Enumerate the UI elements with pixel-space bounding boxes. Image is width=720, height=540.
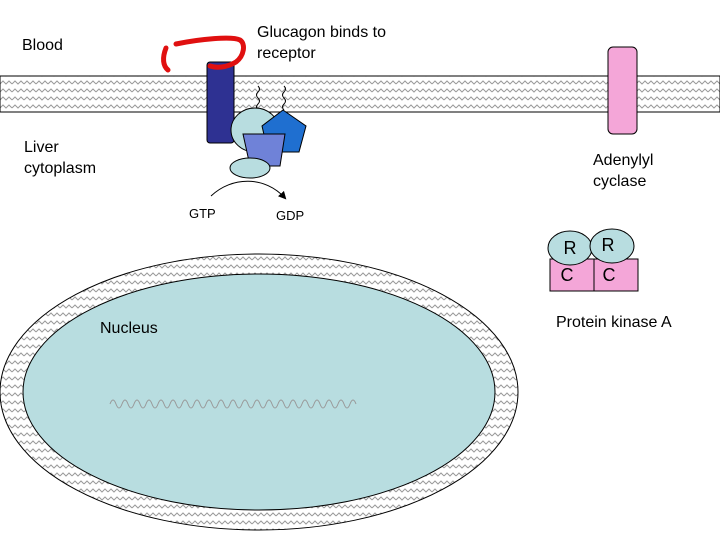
- liver-cytoplasm-label: Liver cytoplasm: [24, 139, 97, 177]
- gtp-label: GTP: [189, 206, 216, 221]
- lipid-anchor-squiggle: [282, 85, 286, 111]
- gdp-label: GDP: [276, 208, 305, 223]
- plasma-membrane: [0, 75, 720, 113]
- pka-c-left-label: C: [560, 265, 574, 285]
- blood-label: Blood: [22, 37, 63, 54]
- adenylyl-cyclase-protein: [607, 46, 638, 135]
- dna-strand: [109, 399, 357, 409]
- gtp-gdp-exchange-arrow: [210, 180, 287, 200]
- receptor-caption: Glucagon binds to receptor: [257, 24, 386, 62]
- nucleus-label: Nucleus: [100, 320, 158, 337]
- g-protein-alpha-gdp: [229, 157, 271, 179]
- nucleus: [22, 273, 496, 511]
- pka-r-right-label: R: [601, 235, 615, 255]
- pka-regulatory-subunit-right: [589, 228, 635, 264]
- pka-c-right-label: C: [602, 265, 616, 285]
- glucagon-ligand: [161, 35, 246, 73]
- lipid-anchor-squiggle: [256, 85, 260, 111]
- pka-r-left-label: R: [563, 238, 577, 258]
- adenylyl-cyclase-label: Adenylyl cyclase: [593, 152, 654, 190]
- glucagon-receptor: [206, 61, 235, 144]
- protein-kinase-a-label: Protein kinase A: [556, 314, 672, 331]
